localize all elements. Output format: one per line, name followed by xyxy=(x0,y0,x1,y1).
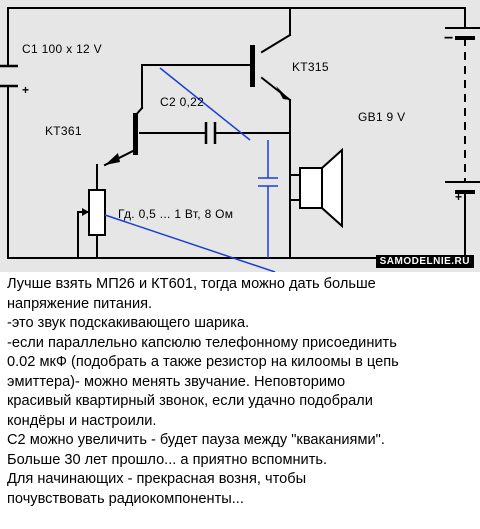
note-line: почувствовать радиокомпоненты... xyxy=(7,490,244,507)
variable-resistor xyxy=(78,189,106,236)
note-line: Больше 30 лет прошло... а приятно вспомн… xyxy=(7,451,328,468)
kt315-collector-lead xyxy=(260,33,292,54)
schematic-drawing xyxy=(0,7,480,272)
c2-capacitor xyxy=(204,122,217,144)
c1-capacitor xyxy=(0,64,18,88)
gb1-battery xyxy=(445,27,480,205)
note-line: кондёры и настроили. xyxy=(7,412,157,429)
speaker-label: Гд. 0,5 ... 1 Вт, 8 Ом xyxy=(118,207,234,221)
note-line: Лучше взять МП26 и КТ601, тогда можно да… xyxy=(7,276,376,292)
gb1-plus-sign: + xyxy=(455,190,463,204)
site-watermark: SAMODELNIE.RU xyxy=(375,255,474,268)
speaker-symbol xyxy=(299,147,343,229)
gb1-minus-sign: − xyxy=(444,30,454,47)
note-line: эмиттера)- можно менять звучание. Неповт… xyxy=(7,373,346,390)
note-line: -если параллельно капсюлю телефонному пр… xyxy=(7,334,397,351)
kt361-label: KT361 xyxy=(45,124,82,138)
gb1-label: GB1 9 V xyxy=(358,110,406,124)
note-line: Для начинающих - прекрасная возня, чтобы xyxy=(7,471,307,487)
note-line: С2 можно увеличить - будет пауза между "… xyxy=(7,432,385,448)
circuit-schematic: C1 100 x 12 V + KT315 C2 0,22 KT361 GB1 … xyxy=(0,0,480,272)
kt361-transistor xyxy=(105,113,138,165)
kt315-label: KT315 xyxy=(292,60,329,74)
c1-label: C1 100 x 12 V xyxy=(22,42,102,56)
note-line: напряжение питания. xyxy=(7,295,153,312)
notes-text-block: Лучше взять МП26 и КТ601, тогда можно да… xyxy=(7,275,477,509)
c1-plus-sign: + xyxy=(22,83,30,97)
kt315-transistor xyxy=(250,45,290,100)
c2-label: C2 0,22 xyxy=(160,95,205,109)
note-line: -это звук подскакивающего шарика. xyxy=(7,315,250,331)
note-line: красивый квартирный звонок, если удачно … xyxy=(7,393,373,409)
note-line: 0.02 мкФ (подобрать а также резистор на … xyxy=(7,354,399,370)
annotation-overlay xyxy=(104,67,278,272)
